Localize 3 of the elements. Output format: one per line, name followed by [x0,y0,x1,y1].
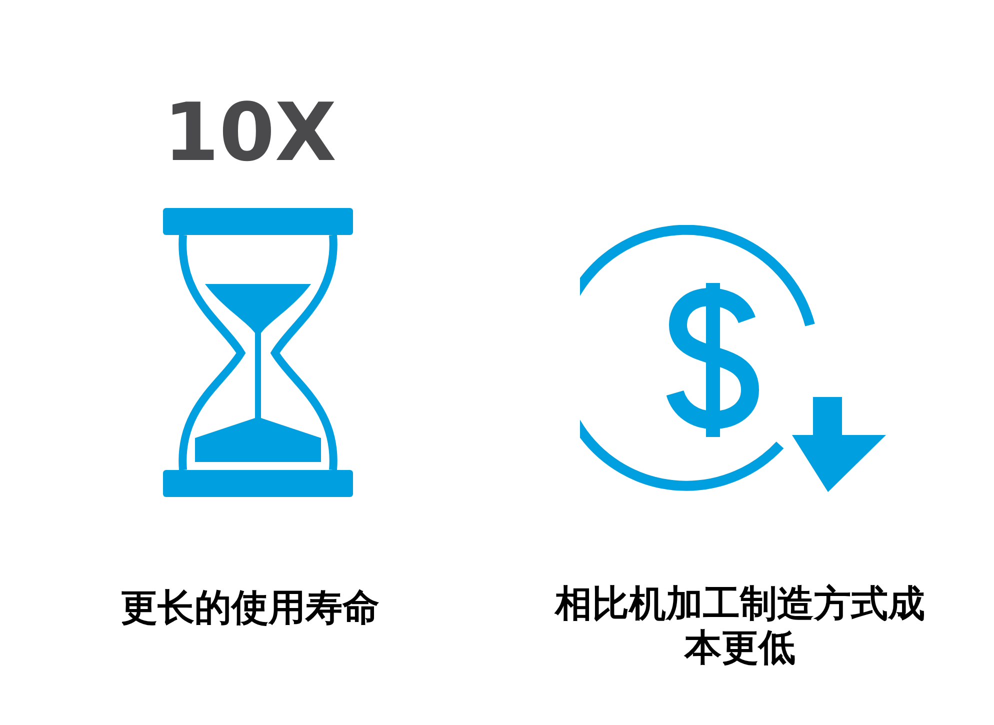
caption-text: 相比机加工制造方式成本更低 [555,582,925,670]
caption-text: 更长的使用寿命 [120,585,380,631]
multiplier-text: 10X [162,85,338,181]
